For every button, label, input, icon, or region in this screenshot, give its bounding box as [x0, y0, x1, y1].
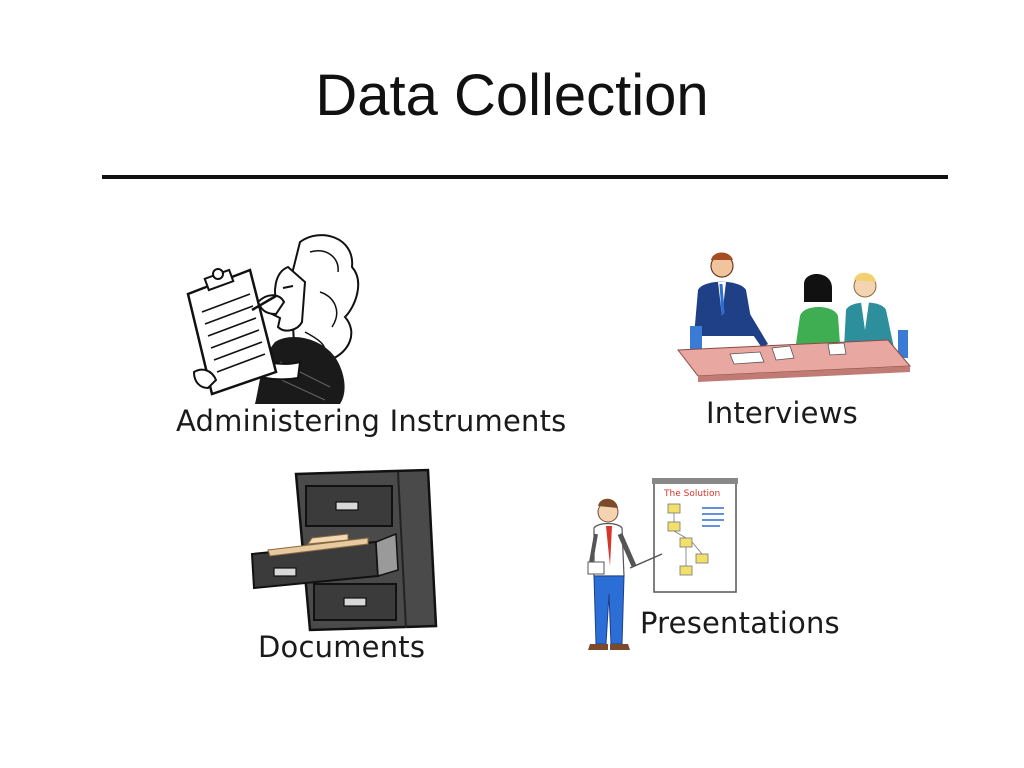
- caption-documents: Documents: [258, 630, 426, 664]
- chart-title: The Solution: [663, 489, 720, 499]
- clipboard-woman-icon: [180, 222, 370, 412]
- title-divider: [102, 175, 948, 179]
- caption-interviews: Interviews: [706, 396, 858, 430]
- slide-title: Data Collection: [315, 63, 709, 128]
- meeting-table-icon: [668, 244, 913, 399]
- caption-administering-instruments: Administering Instruments: [176, 404, 567, 438]
- filing-cabinet-icon: [248, 468, 448, 633]
- presenter-flipchart-icon: The Solution: [584, 476, 744, 661]
- caption-presentations: Presentations: [640, 606, 840, 640]
